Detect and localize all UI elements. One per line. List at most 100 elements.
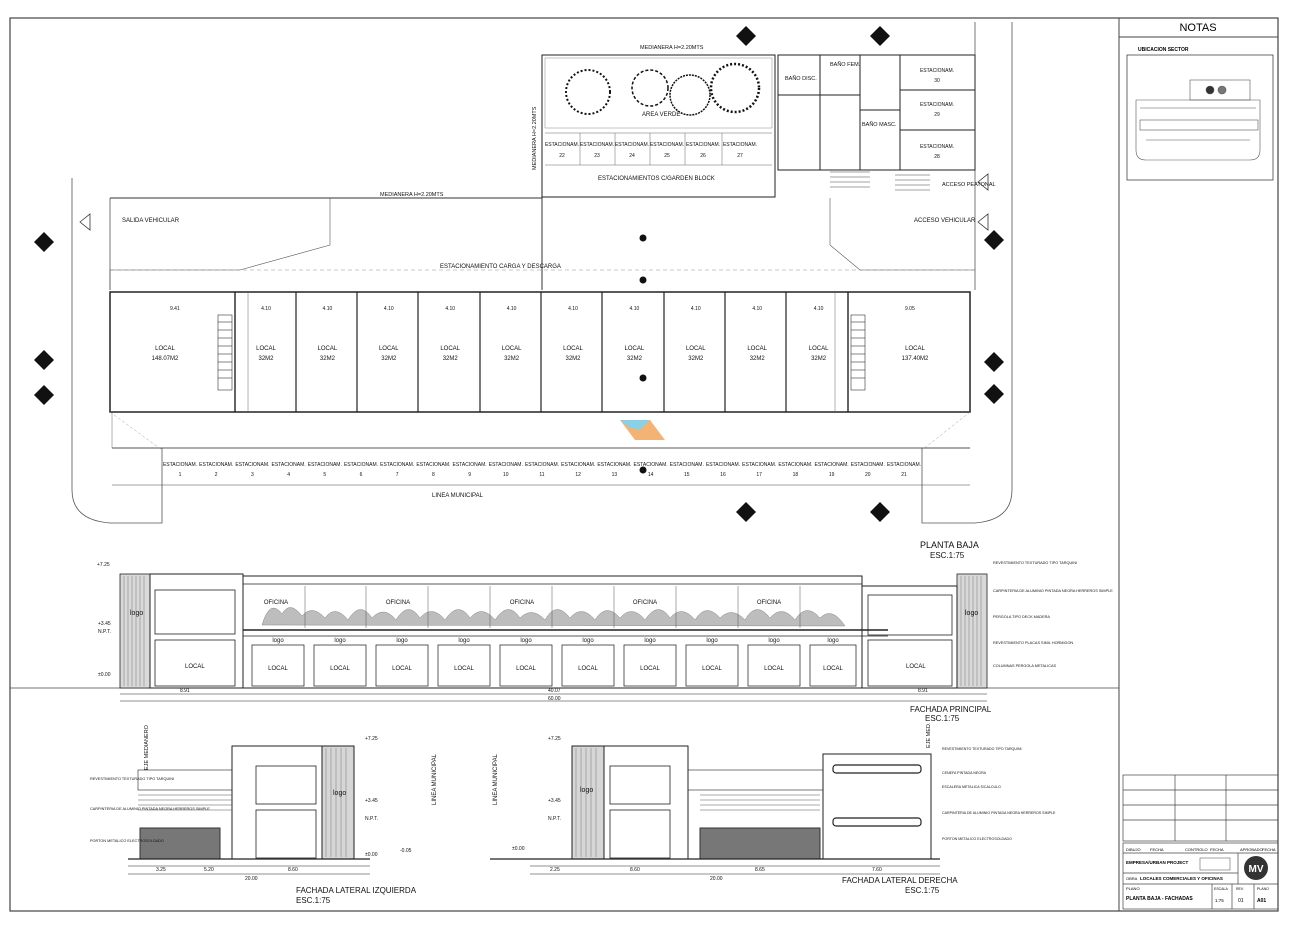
parking-stall-number: 22 bbox=[559, 153, 565, 159]
oficina-label: OFICINA bbox=[510, 600, 534, 606]
parking-stall-label: ESTACIONAM. bbox=[778, 462, 812, 468]
bano-disc-label: BAÑO DISC. bbox=[785, 75, 817, 82]
left-note-1: REVESTIMIENTO TEXTURADO TIPO TARQUINI bbox=[90, 777, 174, 781]
logo-right-tower: logo bbox=[965, 610, 978, 617]
local-unit-label: LOCAL bbox=[747, 346, 767, 352]
title-scale: 1:75 bbox=[1215, 898, 1224, 903]
parking-stall-number: 30 bbox=[934, 78, 940, 84]
sheet-border bbox=[9, 17, 1279, 912]
title-cell-fecha-1: FECHA bbox=[1150, 847, 1164, 852]
shop-logo-label: logo bbox=[582, 638, 594, 644]
local-unit-label: LOCAL bbox=[625, 346, 645, 352]
parking-stall-label: ESTACIONAM. bbox=[199, 462, 233, 468]
parking-stall-label: ESTACIONAM. bbox=[634, 462, 668, 468]
title-work-label: OBRA bbox=[1126, 876, 1138, 881]
local-unit-area: 32M2 bbox=[504, 356, 520, 362]
level-zero: ±0.00 bbox=[98, 672, 111, 678]
local-unit-area: 32M2 bbox=[258, 356, 274, 362]
title-cell-aprobado: APROBADO bbox=[1240, 847, 1263, 852]
parking-stall-label: ESTACIONAM. bbox=[887, 462, 921, 468]
right-facade-title: FACHADA LATERAL DERECHA bbox=[842, 876, 958, 885]
left-note-3: PORTON METALICO ELECTROSOLDADO bbox=[90, 839, 164, 843]
dim-left: 9.41 bbox=[170, 306, 180, 312]
shop-logo-label: logo bbox=[706, 638, 718, 644]
parking-stall-number: 19 bbox=[829, 472, 835, 478]
parking-stall-number: 8 bbox=[432, 472, 435, 478]
tree-icon bbox=[631, 69, 669, 107]
local-unit-area: 32M2 bbox=[688, 356, 704, 362]
parking-stall-number: 23 bbox=[594, 153, 600, 159]
level-mid: +3.45 bbox=[98, 621, 111, 627]
main-facade-scale: ESC.1:75 bbox=[925, 714, 960, 723]
title-cell-controlo: CONTROLO bbox=[1185, 847, 1208, 852]
right-level-mid: +3.45 bbox=[548, 798, 561, 804]
brand-logo-icon bbox=[1199, 857, 1231, 871]
local-label: LOCAL bbox=[268, 666, 288, 672]
parking-stall-label: ESTACIONAM. bbox=[920, 68, 954, 74]
acceso-vehicular-label: ACCESO VEHICULAR bbox=[914, 218, 976, 224]
parking-stall-label: ESTACIONAM. bbox=[706, 462, 740, 468]
right-note-3: ESCALERA METALICA S/CALCULO bbox=[942, 785, 1001, 789]
local-label: LOCAL bbox=[330, 666, 350, 672]
right-level-npt: N.P.T. bbox=[548, 816, 561, 822]
main-note-4: REVESTIMIENTO PLACAS SIMIL HORMIGON bbox=[993, 641, 1073, 645]
right-note-2: CENEFA PINTADA NEGRA bbox=[942, 771, 987, 775]
dim-right: 9.05 bbox=[905, 306, 915, 312]
title-scale-label: ESCALA bbox=[1214, 887, 1228, 891]
local-unit-area: 32M2 bbox=[811, 356, 827, 362]
local-label: LOCAL bbox=[392, 666, 412, 672]
shop-logo-label: logo bbox=[644, 638, 656, 644]
parking-stall-number: 3 bbox=[251, 472, 254, 478]
local-label: LOCAL bbox=[640, 666, 660, 672]
left-level-minus: -0.05 bbox=[400, 848, 412, 854]
tree-icon bbox=[565, 69, 611, 115]
right-level-zero: ±0.00 bbox=[512, 846, 525, 852]
title-work: LOCALES COMERCIALES Y OFICINAS bbox=[1140, 876, 1223, 881]
local-unit-area: 32M2 bbox=[443, 356, 459, 362]
dim-main-center: 40.07 bbox=[548, 688, 561, 694]
parking-stall-number: 4 bbox=[287, 472, 290, 478]
dim-main-total: 60.00 bbox=[548, 696, 561, 702]
right-dim-total: 20.00 bbox=[710, 876, 723, 882]
right-linea-municipal: LINEA MUNICIPAL bbox=[493, 753, 499, 805]
module-dimension: 4.10 bbox=[261, 306, 271, 312]
parking-stall-number: 5 bbox=[323, 472, 326, 478]
main-note-3: PERGOLA TIPO DECK MADERA bbox=[993, 615, 1050, 619]
level-marker-icon bbox=[639, 234, 647, 474]
right-side-facade bbox=[490, 745, 940, 875]
parking-stall-number: 14 bbox=[648, 472, 654, 478]
logo-left-tower: logo bbox=[130, 610, 143, 617]
parking-stall-number: 25 bbox=[664, 153, 670, 159]
local-label: LOCAL bbox=[702, 666, 722, 672]
parking-stall-label: ESTACIONAM. bbox=[580, 142, 614, 148]
section-marker-icon bbox=[34, 26, 1004, 522]
acceso-peatonal-label: ACCESO PEATONAL bbox=[942, 182, 996, 188]
local-label: LOCAL bbox=[764, 666, 784, 672]
tree-icon bbox=[709, 62, 761, 114]
parking-stall-label: ESTACIONAM. bbox=[597, 462, 631, 468]
title-rev-label: REV. bbox=[1236, 887, 1244, 891]
right-dim-1: 2.25 bbox=[550, 867, 560, 873]
parking-stall-label: ESTACIONAM. bbox=[650, 142, 684, 148]
title-company: EMPRESA/URBAN PROJECT bbox=[1126, 860, 1189, 865]
title-sheet-number: A01 bbox=[1257, 898, 1266, 904]
garden-parking-label: ESTACIONAMIENTOS C/GARDEN BLOCK bbox=[598, 176, 715, 182]
parking-stall-label: ESTACIONAM. bbox=[525, 462, 559, 468]
north-arrow-icon bbox=[79, 173, 989, 231]
left-eje-medianero: EJE MEDIANERO bbox=[144, 724, 150, 770]
main-facade-labels: FACHADA PRINCIPAL ESC.1:75 logo logo LOC… bbox=[97, 561, 1113, 723]
left-dim-total: 20.00 bbox=[245, 876, 258, 882]
title-plan: PLANTA BAJA - FACHADAS bbox=[1126, 896, 1193, 902]
parking-stall-label: ESTACIONAM. bbox=[723, 142, 757, 148]
local-label-right: LOCAL bbox=[906, 664, 926, 670]
ground-floor-plan bbox=[34, 22, 1013, 524]
parking-stall-number: 26 bbox=[700, 153, 706, 159]
parking-stall-number: 12 bbox=[575, 472, 581, 478]
medianera-side-label: MEDIANERA H=2.20MTS bbox=[532, 106, 538, 170]
parking-stall-label: ESTACIONAM. bbox=[615, 142, 649, 148]
parking-stall-number: 18 bbox=[793, 472, 799, 478]
local-unit-label: LOCAL bbox=[686, 346, 706, 352]
left-facade-logo: logo bbox=[333, 790, 346, 797]
left-level-top: +7.25 bbox=[365, 736, 378, 742]
